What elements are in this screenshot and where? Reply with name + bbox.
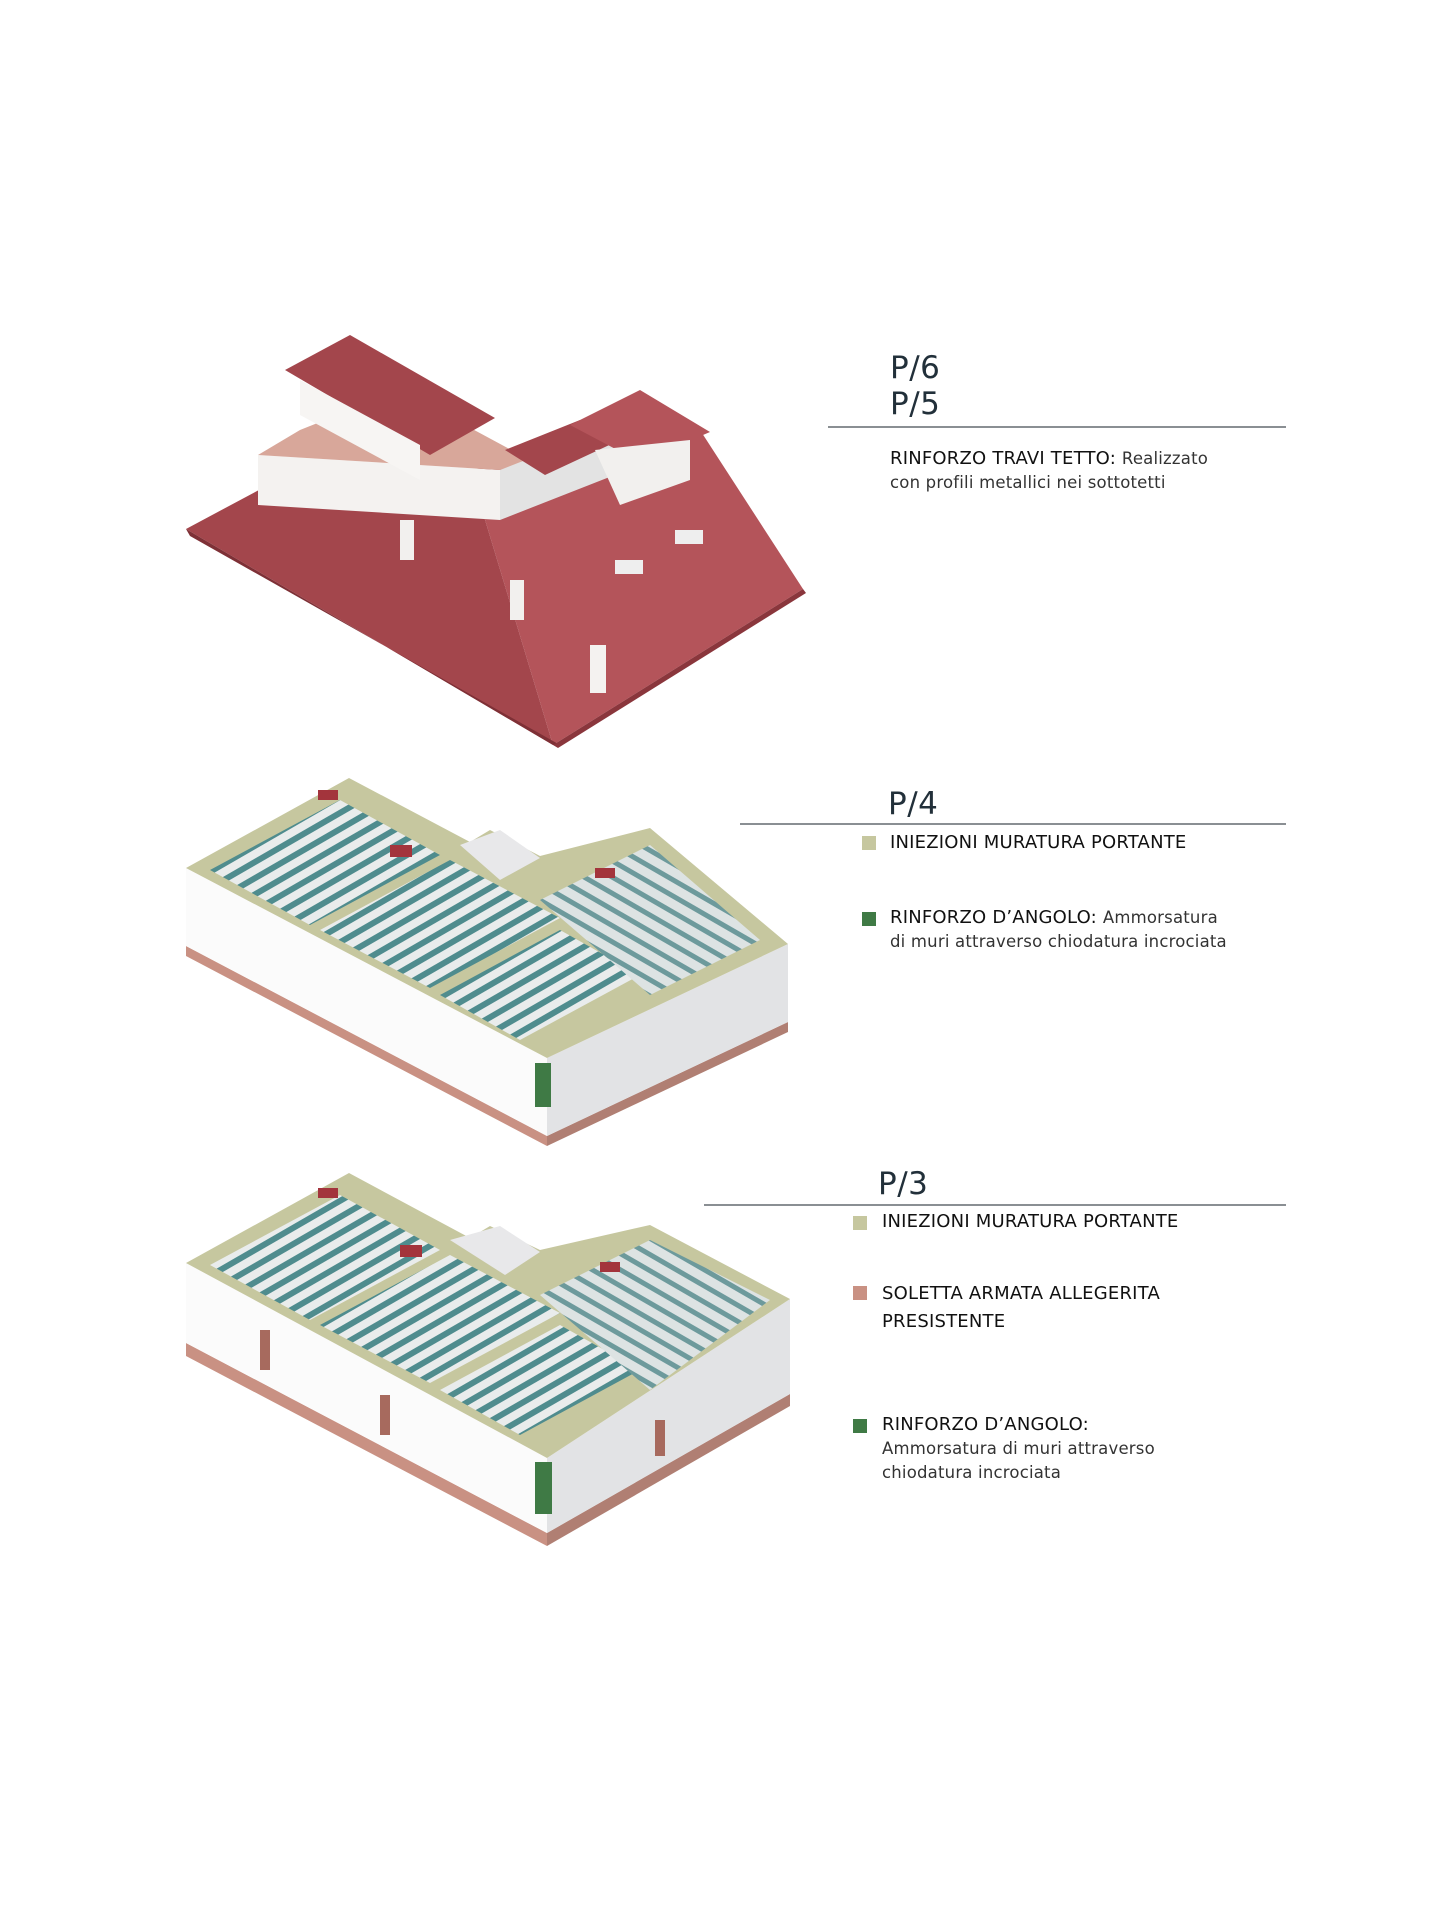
divider bbox=[740, 823, 1286, 825]
legend-item-slab: SOLETTA ARMATA ALLEGERITA PRESISTENTE bbox=[882, 1280, 1160, 1336]
legend-item-roof-beams: RINFORZO TRAVI TETTO: Realizzato con pro… bbox=[890, 447, 1208, 495]
legend-item-masonry-injection: INIEZIONI MURATURA PORTANTE bbox=[890, 831, 1187, 855]
roof-building-drawing bbox=[186, 335, 806, 748]
legend-swatch-beige bbox=[853, 1216, 867, 1230]
legend-text: con profili metallici nei sottotetti bbox=[890, 473, 1166, 492]
legend-text: Realizzato bbox=[1121, 449, 1209, 468]
level-label-p6: P/6 bbox=[890, 350, 941, 386]
legend-title: SOLETTA ARMATA ALLEGERITA bbox=[882, 1283, 1160, 1304]
level-label-p4: P/4 bbox=[888, 786, 939, 822]
corner-reinforcement bbox=[535, 1063, 551, 1107]
floor-p4-drawing bbox=[186, 778, 788, 1146]
legend-item-corner-reinforcement: RINFORZO D’ANGOLO: Ammorsatura di muri a… bbox=[890, 906, 1227, 954]
level-label-p3: P/3 bbox=[878, 1166, 929, 1202]
legend-title: PRESISTENTE bbox=[882, 1311, 1006, 1332]
floor-p3-drawing bbox=[186, 1173, 790, 1546]
legend-title: RINFORZO D’ANGOLO: bbox=[890, 907, 1097, 928]
divider bbox=[828, 426, 1286, 428]
level-label-p5: P/5 bbox=[890, 386, 941, 422]
legend-swatch-green bbox=[862, 912, 876, 926]
legend-item-masonry-injection: INIEZIONI MURATURA PORTANTE bbox=[882, 1210, 1179, 1234]
legend-text: di muri attraverso chiodatura incrociata bbox=[890, 932, 1227, 951]
legend-text: Ammorsatura di muri attraverso bbox=[882, 1439, 1155, 1458]
legend-text: chiodatura incrociata bbox=[882, 1463, 1062, 1482]
legend-title: RINFORZO TRAVI TETTO: bbox=[890, 448, 1116, 469]
legend-title: INIEZIONI MURATURA PORTANTE bbox=[882, 1211, 1179, 1232]
legend-item-corner-reinforcement: RINFORZO D’ANGOLO: Ammorsatura di muri a… bbox=[882, 1413, 1155, 1485]
legend-text: Ammorsatura bbox=[1102, 908, 1218, 927]
divider bbox=[704, 1204, 1286, 1206]
legend-swatch-green bbox=[853, 1419, 867, 1433]
legend-title: RINFORZO D’ANGOLO: bbox=[882, 1414, 1089, 1435]
legend-swatch-pink bbox=[853, 1286, 867, 1300]
legend-swatch-beige bbox=[862, 836, 876, 850]
legend-title: INIEZIONI MURATURA PORTANTE bbox=[890, 832, 1187, 853]
